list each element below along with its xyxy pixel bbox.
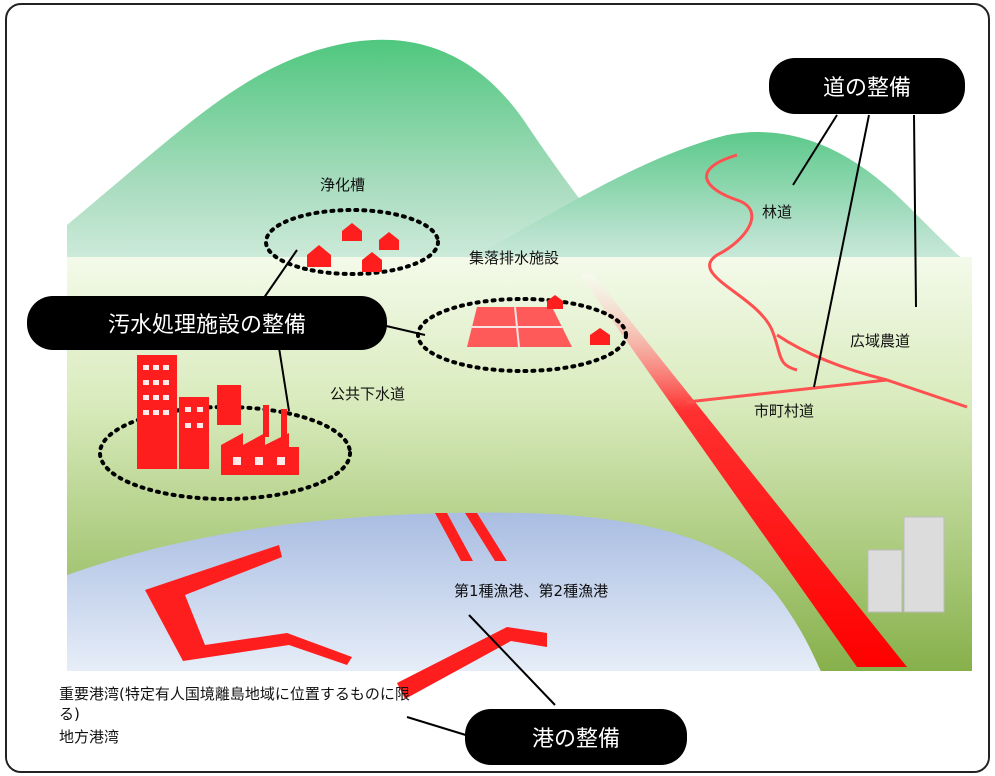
municipal-road-label: 市町村道 [754, 402, 815, 420]
house-icons [307, 223, 399, 272]
rural-drainage-label: 集落排水施設 [469, 249, 560, 267]
forest-road-line [705, 153, 798, 372]
sewage-callout: 汚水処理施設の整備 [27, 296, 387, 350]
rural-drainage-ellipse [416, 297, 628, 373]
public-sewer-label: 公共下水道 [330, 385, 406, 403]
municipal-road-line [686, 378, 888, 404]
septic-tank-label: 浄化槽 [320, 176, 366, 194]
port-callout: 港の整備 [465, 709, 687, 765]
landscape-scene [7, 39, 988, 771]
harbor-piers [145, 513, 547, 699]
bay-water [67, 512, 822, 673]
fishing-ports-label: 第1種漁港、第2種漁港 [454, 582, 609, 600]
forest-road-label: 林道 [762, 203, 793, 221]
diagram-frame: 浄化槽 集落排水施設 公共下水道 林道 広域農道 市町村道 第1種漁港、第2種漁… [5, 3, 990, 773]
local-ports-label: 地方港湾 [59, 728, 120, 746]
grey-buildings-icon [867, 516, 945, 613]
river-line [580, 273, 907, 667]
important-ports-label: 重要港湾(特定有人国境離島地域に位置するものに限る) [59, 685, 410, 723]
road-callout: 道の整備 [769, 58, 965, 114]
septic-tank-ellipse [264, 208, 440, 276]
wide-farm-road-label: 広域農道 [850, 332, 911, 350]
left-mountain [67, 39, 647, 305]
